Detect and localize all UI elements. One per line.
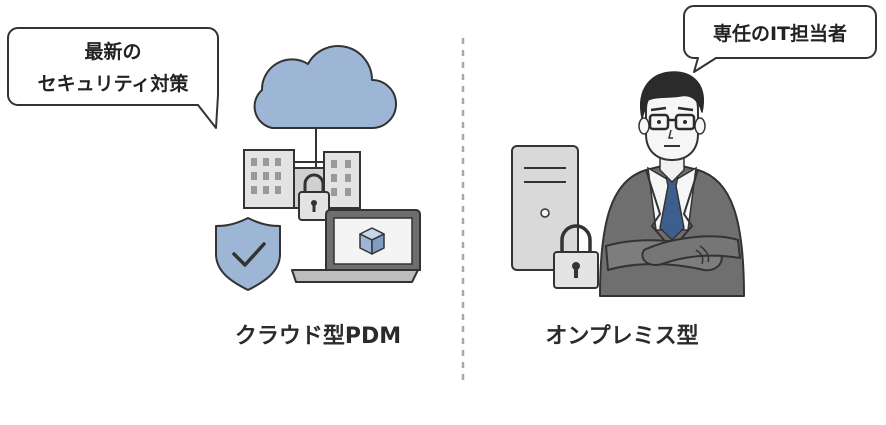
bubble-line-1: 最新の: [84, 40, 141, 63]
it-staff-person-icon: [599, 71, 745, 297]
glasses-icon: [648, 113, 696, 131]
it-staff-bubble-text: 専任のIT担当者: [713, 22, 847, 45]
necktie-icon: [659, 175, 685, 241]
cloud-caption: クラウド型PDM: [235, 324, 401, 349]
security-speech-bubble: 最新の セキュリティ対策: [7, 27, 219, 129]
padlock-icon: [298, 173, 330, 221]
buildings-icon: [243, 149, 361, 209]
shield-icon: [215, 217, 281, 291]
onpremise-caption: オンプレミス型: [545, 324, 698, 349]
cube-icon: [359, 227, 385, 255]
bubble-line-2: セキュリティ対策: [38, 72, 190, 95]
padlock-large-icon: [553, 224, 599, 289]
cloud-icon: [253, 45, 397, 129]
laptop-icon: [291, 209, 421, 283]
it-staff-speech-bubble: 専任のIT担当者: [683, 5, 877, 73]
